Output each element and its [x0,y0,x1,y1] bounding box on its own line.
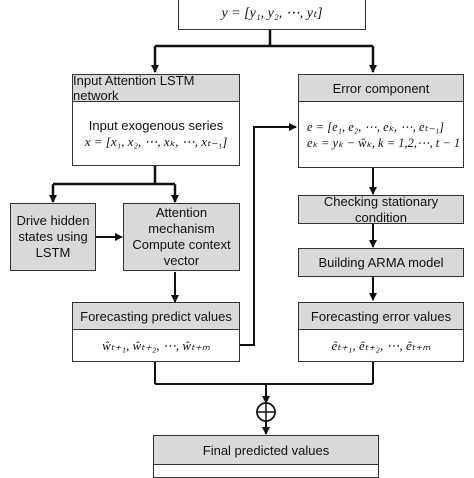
attention-mechanism-box: Attention mechanism Compute context vect… [123,203,240,271]
error-component-header: Error component [298,74,464,102]
stationary-check-box: Checking stationary condition [298,193,464,225]
input-series-box: Input exogenous series x = [x₁, x₂, ⋯, x… [72,101,240,166]
attention-line-1: Attention mechanism [148,205,215,236]
forecast-error-values-box: êₜ₊₁, êₜ₊₂, ⋯, êₜ₊ₘ [298,329,464,362]
forecast-predict-values-box: ŵₜ₊₁, ŵₜ₊₂, ⋯, ŵₜ₊ₘ [72,329,240,362]
lstm-network-header: Input Attention LSTM network [72,73,240,103]
drive-hidden-line-2: states using [18,229,88,244]
attention-line-2: Compute context [132,237,231,252]
error-equation-2: eₖ = yₖ − ŵₖ, k = 1,2,⋯, t − 1 [307,135,461,150]
forecast-error-header: Forecasting error values [298,302,464,330]
attention-line-3: vector [163,253,200,268]
arma-model-label: Building ARMA model [318,254,444,270]
error-component-header-label: Error component [332,80,430,96]
final-predicted-body [153,464,379,478]
forecast-error-equation: êₜ₊₁, êₜ₊₂, ⋯, êₜ₊ₘ [331,337,431,353]
forecast-error-header-label: Forecasting error values [310,308,452,324]
drive-hidden-line-3: LSTM [35,245,71,260]
input-series-equation: x = [x₁, x₂, ⋯, xₖ, ⋯, xₜ₋₁] [84,133,228,149]
drive-hidden-line-1: Drive hidden [16,213,90,228]
drive-hidden-states-box: Drive hidden states using LSTM [10,203,96,271]
top-input-box: y = [y₁, y₂, ⋯, yₜ] [178,0,366,30]
arma-model-box: Building ARMA model [298,248,464,277]
forecast-predict-header: Forecasting predict values [72,302,240,330]
input-series-label: Input exogenous series [88,117,224,133]
lstm-network-header-label: Input Attention LSTM network [73,73,195,103]
error-equations-box: e = [e₁, e₂, ⋯, eₖ, ⋯, eₜ₋₁] eₖ = yₖ − ŵ… [298,101,464,168]
forecast-predict-equation: ŵₜ₊₁, ŵₜ₊₂, ⋯, ŵₜ₊ₘ [102,337,210,353]
target-series-equation: y = [y₁, y₂, ⋯, yₜ] [221,6,323,21]
final-predicted-header: Final predicted values [153,435,379,465]
forecast-predict-header-label: Forecasting predict values [80,308,232,324]
final-predicted-label: Final predicted values [202,442,330,458]
stationary-check-label: Checking stationary condition [323,193,439,225]
error-equation-1: e = [e₁, e₂, ⋯, eₖ, ⋯, eₜ₋₁] [307,119,445,134]
